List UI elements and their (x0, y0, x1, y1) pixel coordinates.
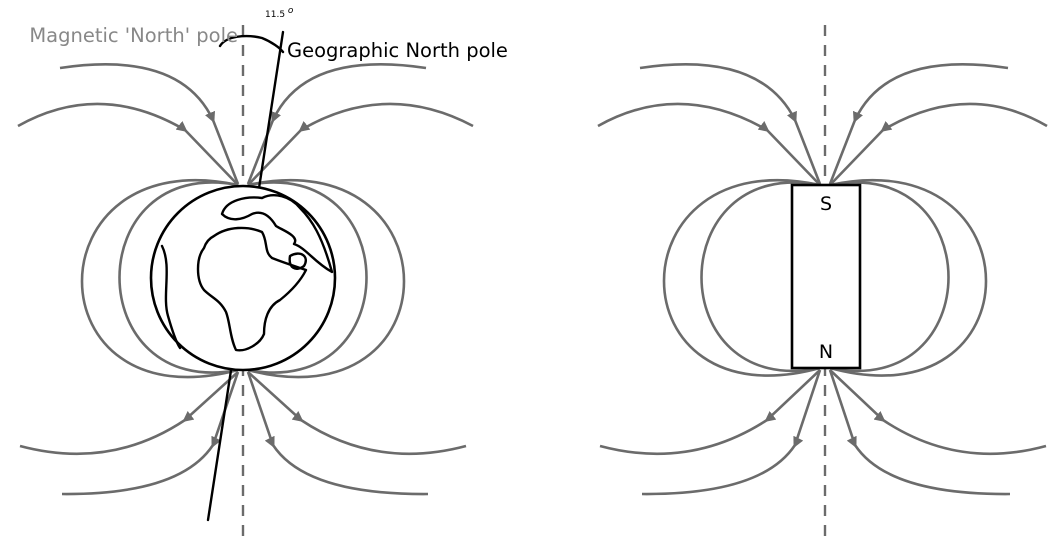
field-line (597, 102, 821, 186)
field-line (829, 102, 1048, 186)
field-line (61, 371, 240, 496)
field-line (700, 181, 821, 372)
field-line (59, 63, 240, 185)
field-line (829, 181, 950, 372)
earth-field-lines (17, 63, 474, 496)
tilt-angle-label: 11.5 o (265, 6, 294, 20)
magnet-south-label: S (820, 193, 832, 215)
earth-panel: Magnetic 'North' pole Geographic North p… (17, 6, 508, 536)
landmass-europe (220, 194, 334, 274)
field-line (17, 102, 239, 186)
globe-outline (149, 184, 337, 372)
landmass-americas (160, 244, 182, 350)
magnetic-north-label: Magnetic 'North' pole (29, 24, 238, 47)
field-line (247, 181, 368, 374)
tilt-angle-value: 11.5 (265, 10, 285, 20)
tilt-angle-arc (218, 34, 285, 54)
field-line (828, 369, 1011, 496)
landmass-africa (196, 226, 308, 352)
tilt-angle-unit: o (288, 6, 294, 16)
field-line (641, 369, 822, 496)
field-line (599, 369, 821, 456)
field-line (662, 178, 821, 377)
field-line (828, 63, 1009, 185)
magnet-dipole-loops (662, 178, 988, 377)
landmass-arabia (288, 252, 307, 270)
field-line (246, 371, 429, 496)
field-line (118, 181, 239, 374)
magnet-field-lines (597, 63, 1048, 496)
earth-dipole-loops (80, 178, 406, 379)
geographic-north-label: Geographic North pole (287, 39, 508, 62)
bar-magnet-panel: S N (597, 25, 1048, 536)
field-line (829, 369, 1047, 456)
bar-magnet (790, 183, 862, 370)
field-line (80, 178, 239, 379)
magnet-north-label: N (819, 341, 833, 363)
field-line (19, 371, 239, 456)
earth-globe (149, 184, 337, 372)
field-line (639, 63, 822, 185)
field-line (247, 102, 474, 186)
field-line (247, 371, 467, 456)
field-line (829, 178, 988, 377)
field-line (246, 63, 427, 185)
field-line (247, 178, 406, 379)
